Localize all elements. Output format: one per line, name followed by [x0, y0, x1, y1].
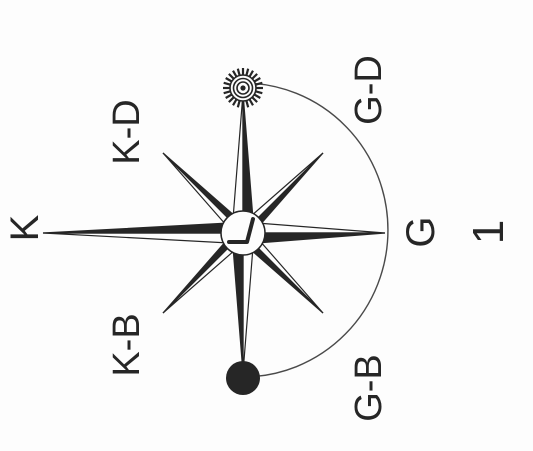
filled-circle-icon — [226, 361, 260, 395]
sun-ray — [246, 69, 248, 76]
sun-ray — [250, 99, 254, 105]
sun-ray — [246, 101, 248, 108]
sun-ray — [229, 97, 234, 102]
sun-ray — [226, 95, 232, 99]
label-g-b: G-B — [348, 354, 390, 422]
cardinal-rays — [43, 93, 385, 373]
label-k-d: K-D — [106, 99, 148, 164]
label-k-b: K-B — [106, 313, 148, 376]
sun-ray — [256, 91, 263, 93]
compass-rose-icon — [43, 93, 385, 373]
sun-ray — [252, 97, 257, 102]
sun-ray — [226, 78, 232, 82]
sun-ray — [224, 83, 231, 85]
sun-ray — [233, 99, 237, 105]
sun-ray — [250, 71, 254, 77]
sun-ray — [254, 78, 260, 82]
sun-ray — [254, 95, 260, 99]
sun-icon — [223, 68, 263, 108]
sun-ray — [233, 71, 237, 77]
sun-ray — [252, 74, 257, 79]
sun-ray — [238, 101, 240, 108]
label-g: G — [399, 216, 443, 247]
label-g-d: G-D — [348, 55, 390, 125]
sun-ray — [224, 91, 231, 93]
label-k: K — [3, 214, 47, 241]
compass-hub — [221, 211, 265, 255]
sun-ray — [238, 69, 240, 76]
figure-number: 1 — [464, 220, 513, 244]
sun-ray — [229, 74, 234, 79]
